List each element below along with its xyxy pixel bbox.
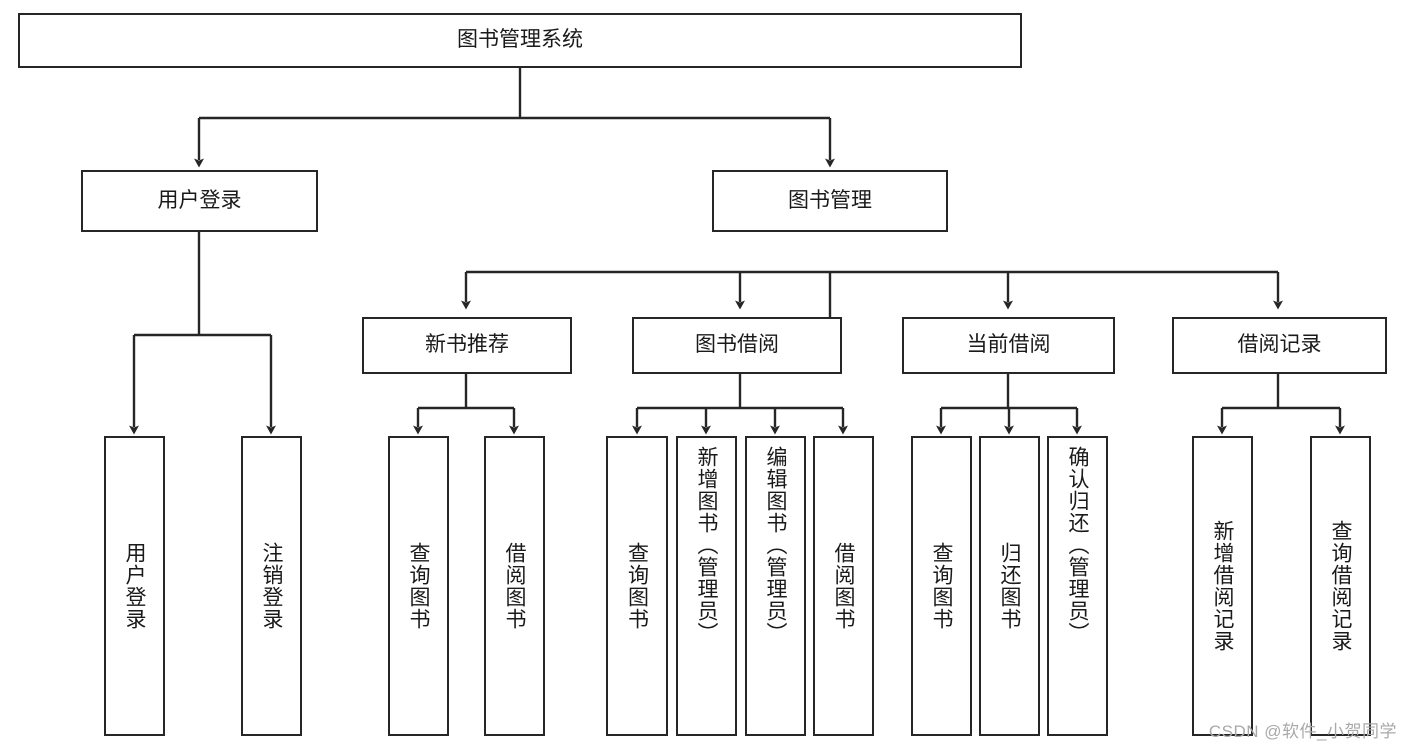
node-leaf-return-book[interactable]: 归还图书 bbox=[979, 436, 1040, 736]
node-label: 当前借阅 bbox=[966, 333, 1051, 357]
node-leaf-borrow-book[interactable]: 借阅图书 bbox=[813, 436, 874, 736]
node-leaf-add-borrow-record[interactable]: 新增借阅记录 bbox=[1192, 436, 1253, 736]
node-leaf-edit-book-admin[interactable]: 编辑图书（管理员） bbox=[745, 436, 806, 736]
node-label: 归还图书 bbox=[998, 542, 1021, 630]
node-leaf-query-books-current[interactable]: 查询图书 bbox=[911, 436, 972, 736]
node-label: 查询图书 bbox=[407, 542, 430, 630]
node-leaf-query-borrow-record[interactable]: 查询借阅记录 bbox=[1310, 436, 1371, 736]
node-label: 图书管理 bbox=[788, 188, 872, 212]
node-label: 用户登录 bbox=[123, 542, 146, 630]
node-label: 图书借阅 bbox=[695, 333, 779, 357]
node-label: 借阅图书 bbox=[832, 542, 855, 630]
node-leaf-borrow-books-recommend[interactable]: 借阅图书 bbox=[484, 436, 545, 736]
node-current-borrowing[interactable]: 当前借阅 bbox=[902, 317, 1115, 374]
node-label: 确认归还（管理员） bbox=[1066, 446, 1089, 644]
node-label: 用户登录 bbox=[157, 188, 242, 212]
node-label: 查询图书 bbox=[625, 542, 649, 630]
node-leaf-add-book-admin[interactable]: 新增图书（管理员） bbox=[676, 436, 737, 736]
node-leaf-query-books-recommend[interactable]: 查询图书 bbox=[388, 436, 449, 736]
node-label: 查询借阅记录 bbox=[1329, 520, 1352, 652]
node-book-borrowing[interactable]: 图书借阅 bbox=[632, 317, 842, 374]
node-leaf-user-login[interactable]: 用户登录 bbox=[104, 436, 165, 736]
node-user-login[interactable]: 用户登录 bbox=[81, 170, 318, 232]
node-label: 新书推荐 bbox=[425, 333, 509, 357]
node-borrowing-record[interactable]: 借阅记录 bbox=[1172, 317, 1387, 374]
node-leaf-logout[interactable]: 注销登录 bbox=[241, 436, 302, 736]
node-new-book-recommendation[interactable]: 新书推荐 bbox=[362, 317, 572, 374]
node-label: 查询图书 bbox=[930, 542, 953, 630]
watermark-text: CSDN @软件_小贺同学 bbox=[1208, 722, 1397, 741]
node-label: 编辑图书（管理员） bbox=[764, 446, 787, 644]
node-label: 注销登录 bbox=[260, 542, 283, 630]
node-label: 借阅记录 bbox=[1237, 333, 1322, 357]
node-label: 借阅图书 bbox=[503, 542, 526, 630]
node-leaf-confirm-return-admin[interactable]: 确认归还（管理员） bbox=[1047, 436, 1108, 736]
node-leaf-query-books-borrow[interactable]: 查询图书 bbox=[606, 436, 668, 736]
node-label: 新增借阅记录 bbox=[1211, 520, 1234, 652]
node-book-management[interactable]: 图书管理 bbox=[712, 170, 948, 232]
node-root-book-management-system[interactable]: 图书管理系统 bbox=[18, 13, 1022, 68]
node-label: 新增图书（管理员） bbox=[695, 446, 718, 644]
node-label: 图书管理系统 bbox=[457, 28, 583, 52]
